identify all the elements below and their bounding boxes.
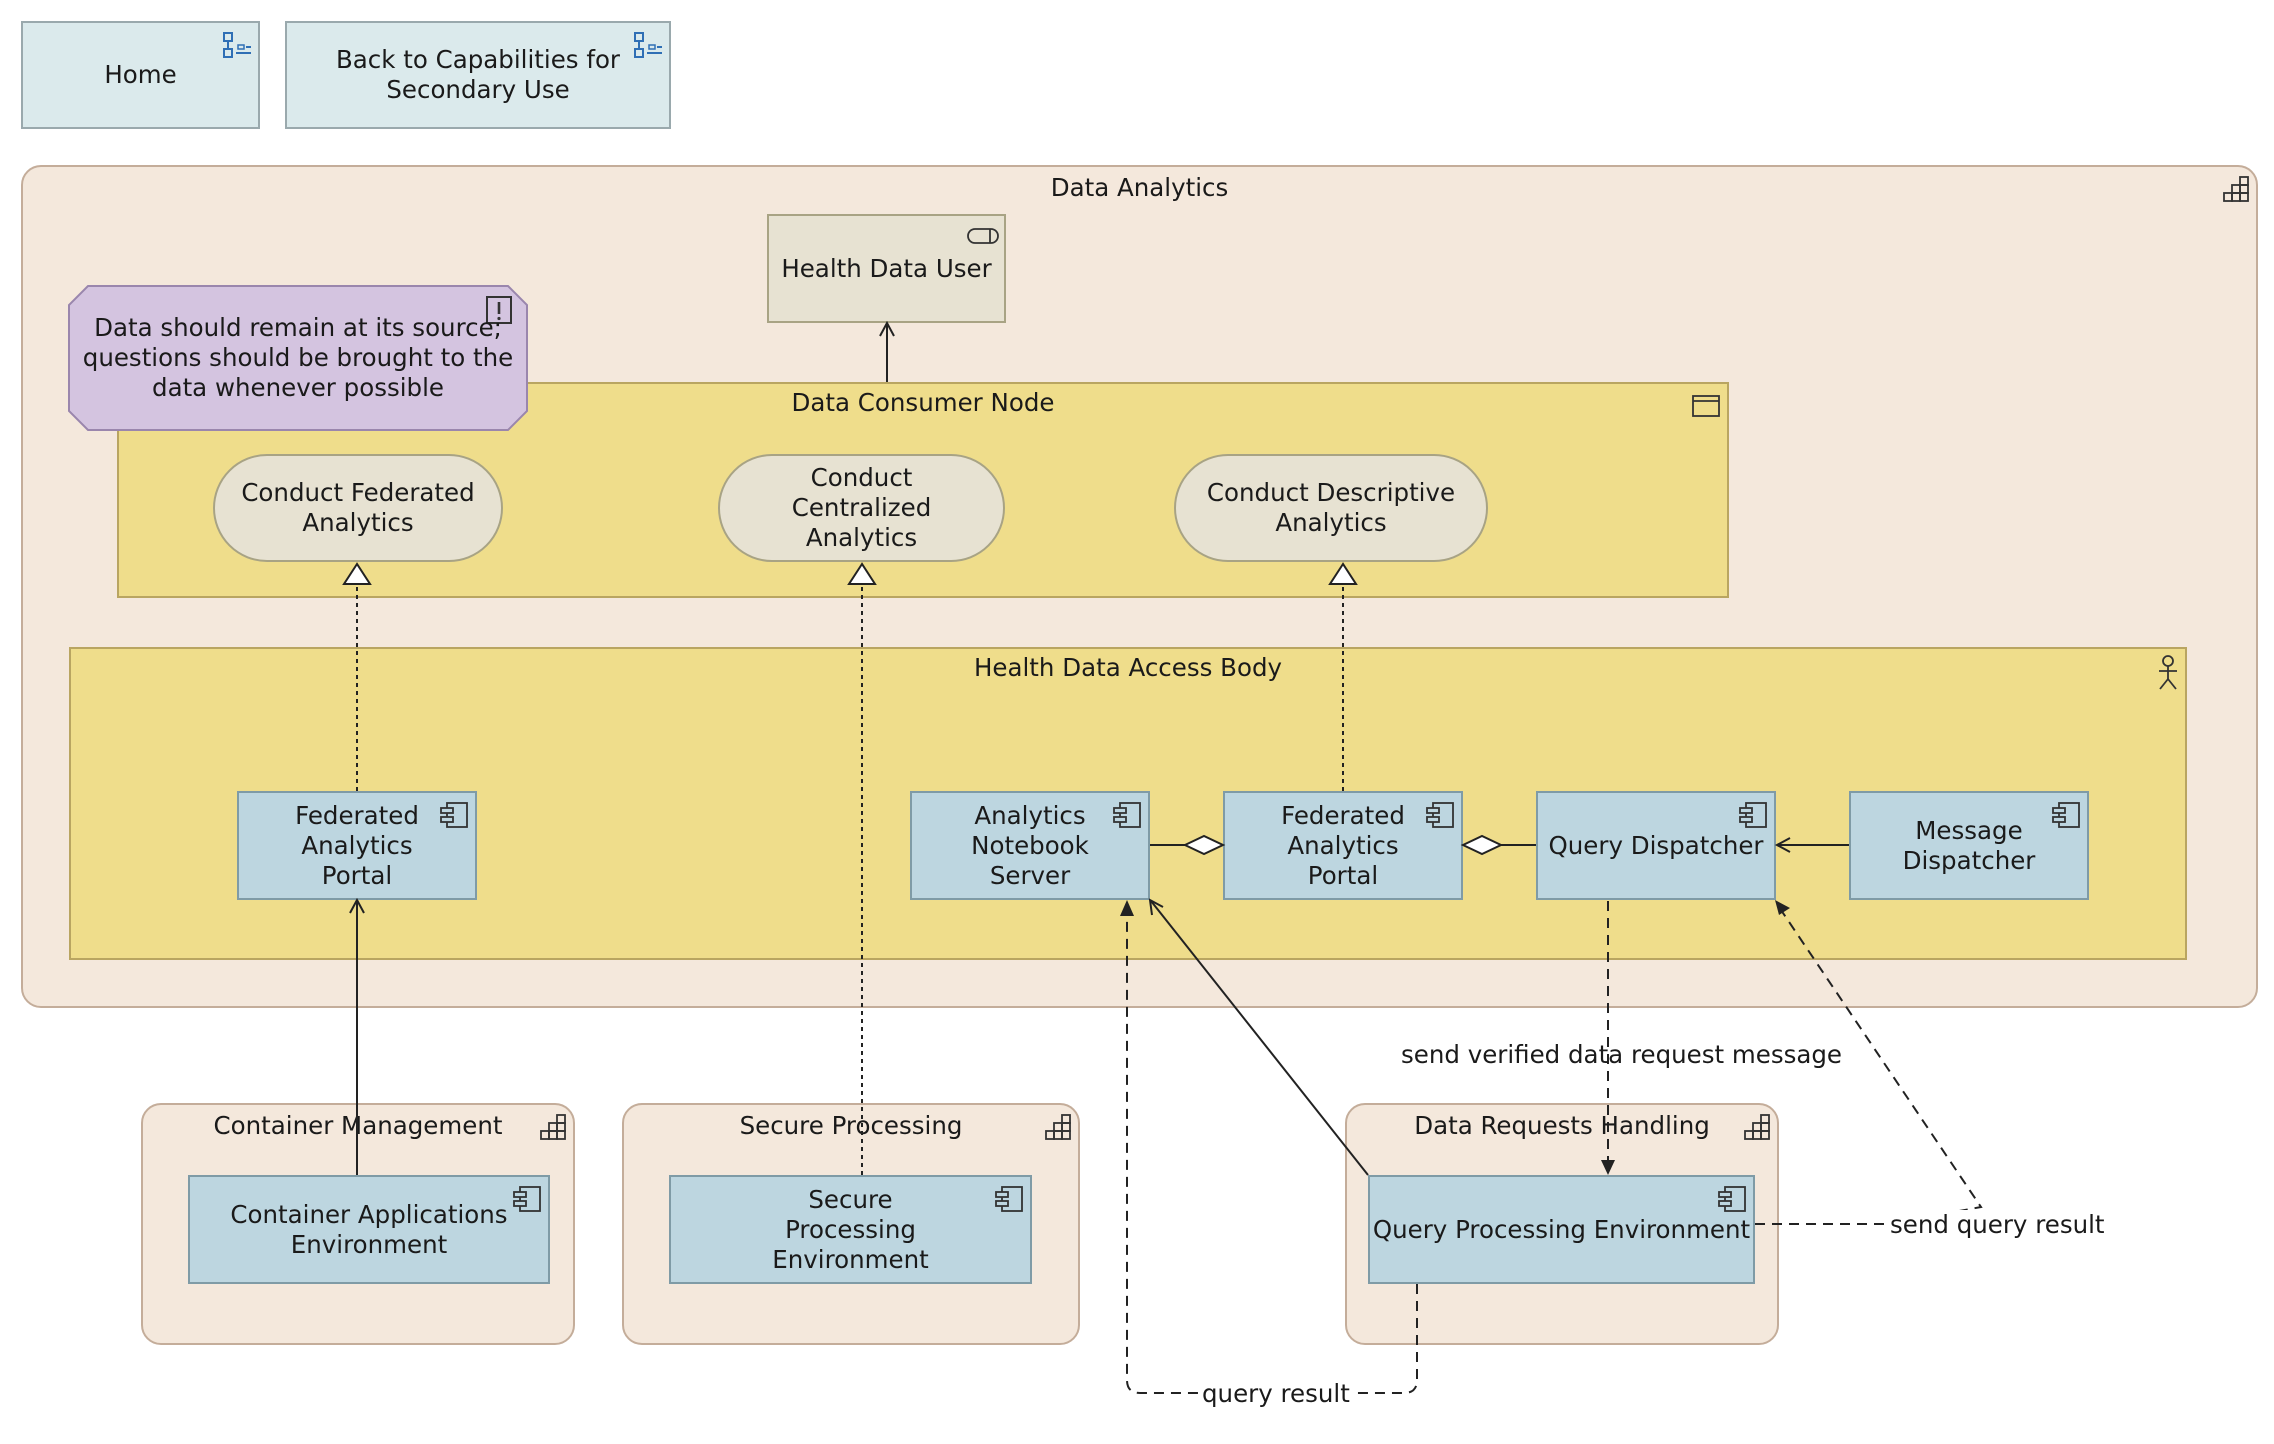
component-query-dispatcher[interactable]: Query Dispatcher xyxy=(1536,791,1776,900)
data-analytics-title: Data Analytics xyxy=(1050,173,1229,202)
capability-icon xyxy=(540,1114,566,1140)
back-button-label: Back to Capabilities for Secondary Use xyxy=(335,45,621,104)
home-button[interactable]: Home xyxy=(21,21,260,129)
actor-icon xyxy=(2159,655,2177,690)
component-icon xyxy=(440,802,468,828)
edge-label-send-verified: send verified data request message xyxy=(1401,1040,1842,1069)
component-icon xyxy=(2052,802,2080,828)
component-icon xyxy=(995,1186,1023,1212)
health-data-access-body-title: Health Data Access Body xyxy=(973,653,1283,682)
service-label: Conduct Descriptive Analytics xyxy=(1206,478,1456,537)
component-icon xyxy=(1113,802,1141,828)
component-federated-analytics-portal-right[interactable]: Federated Analytics Portal xyxy=(1223,791,1463,900)
home-button-label: Home xyxy=(104,60,177,89)
interface-icon xyxy=(967,228,999,244)
component-label: Message Dispatcher xyxy=(1902,815,2036,875)
component-label: Container Applications Environment xyxy=(230,1199,508,1259)
component-icon xyxy=(1426,802,1454,828)
data-consumer-node-title: Data Consumer Node xyxy=(791,388,1055,417)
back-to-capabilities-button[interactable]: Back to Capabilities for Secondary Use xyxy=(285,21,671,129)
capability-icon xyxy=(2223,176,2249,202)
component-label: Federated Analytics Portal xyxy=(1281,800,1405,890)
component-label: Analytics Notebook Server xyxy=(971,800,1089,890)
service-label: Conduct Federated Analytics xyxy=(241,478,475,537)
component-federated-analytics-portal-left[interactable]: Federated Analytics Portal xyxy=(237,791,477,900)
component-message-dispatcher[interactable]: Message Dispatcher xyxy=(1849,791,2089,900)
service-conduct-federated-analytics[interactable]: Conduct Federated Analytics xyxy=(213,454,503,562)
component-icon xyxy=(513,1186,541,1212)
component-icon xyxy=(1718,1186,1746,1212)
component-label: Federated Analytics Portal xyxy=(295,800,419,890)
container-management-title: Container Management xyxy=(213,1111,503,1140)
edge-label-query-result: query result xyxy=(1200,1379,1352,1409)
capability-icon xyxy=(1045,1114,1071,1140)
component-icon xyxy=(1739,802,1767,828)
health-data-user-interface[interactable]: Health Data User xyxy=(767,214,1006,323)
data-requests-handling-title: Data Requests Handling xyxy=(1414,1111,1710,1140)
service-conduct-centralized-analytics[interactable]: Conduct Centralized Analytics xyxy=(718,454,1005,562)
component-label: Secure Processing Environment xyxy=(772,1184,929,1274)
capability-icon xyxy=(1744,1114,1770,1140)
principle-icon xyxy=(486,296,512,324)
service-label: Conduct Centralized Analytics xyxy=(791,463,932,552)
view-reference-icon xyxy=(223,32,251,58)
node-icon xyxy=(1692,395,1720,417)
component-analytics-notebook-server[interactable]: Analytics Notebook Server xyxy=(910,791,1150,900)
component-label: Query Dispatcher xyxy=(1548,830,1764,860)
secure-processing-title: Secure Processing xyxy=(739,1111,963,1140)
component-label: Query Processing Environment xyxy=(1372,1214,1751,1244)
component-query-processing-environment[interactable]: Query Processing Environment xyxy=(1368,1175,1755,1284)
view-reference-icon xyxy=(634,32,662,58)
health-data-user-label: Health Data User xyxy=(781,253,992,283)
service-conduct-descriptive-analytics[interactable]: Conduct Descriptive Analytics xyxy=(1174,454,1488,562)
component-secure-processing-environment[interactable]: Secure Processing Environment xyxy=(669,1175,1032,1284)
principle-note-text: Data should remain at its source; questi… xyxy=(82,313,514,402)
edge-label-send-query-result: send query result xyxy=(1890,1210,2105,1240)
principle-note[interactable] xyxy=(68,285,528,431)
component-container-applications-environment[interactable]: Container Applications Environment xyxy=(188,1175,550,1284)
